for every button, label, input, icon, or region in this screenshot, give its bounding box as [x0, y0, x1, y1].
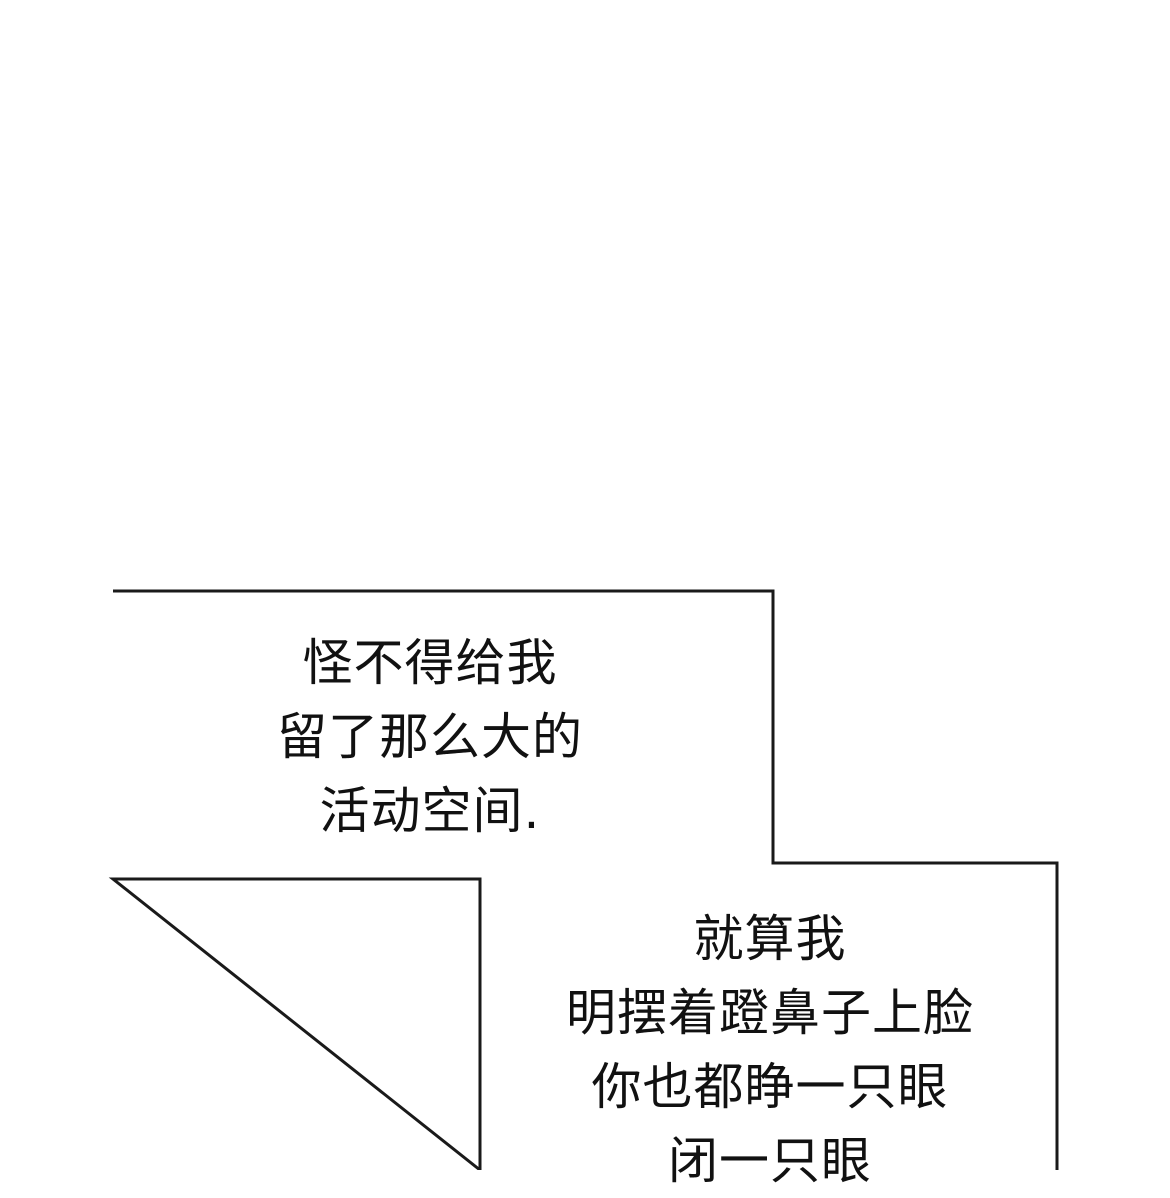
- caption-box-outline: [108, 589, 1059, 1170]
- caption-line: 活动空间.: [319, 782, 541, 840]
- caption-line: 明摆着蹬鼻子上脸: [566, 984, 974, 1042]
- caption-box-border: [108, 589, 1059, 1170]
- comic-panel: 怪不得给我 留了那么大的 活动空间. 就算我 明摆着蹬鼻子上脸 你也都睁一只眼 …: [108, 589, 1059, 1190]
- caption-line: 你也都睁一只眼: [591, 1058, 949, 1116]
- caption-line: 闭一只眼: [668, 1132, 872, 1190]
- caption-line: 留了那么大的: [277, 708, 583, 766]
- caption-text-lower: 就算我 明摆着蹬鼻子上脸 你也都睁一只眼 闭一只眼: [500, 902, 1040, 1198]
- caption-text-upper: 怪不得给我 留了那么大的 活动空间.: [140, 626, 720, 848]
- caption-line: 就算我: [693, 910, 847, 968]
- caption-line: 怪不得给我: [302, 634, 558, 692]
